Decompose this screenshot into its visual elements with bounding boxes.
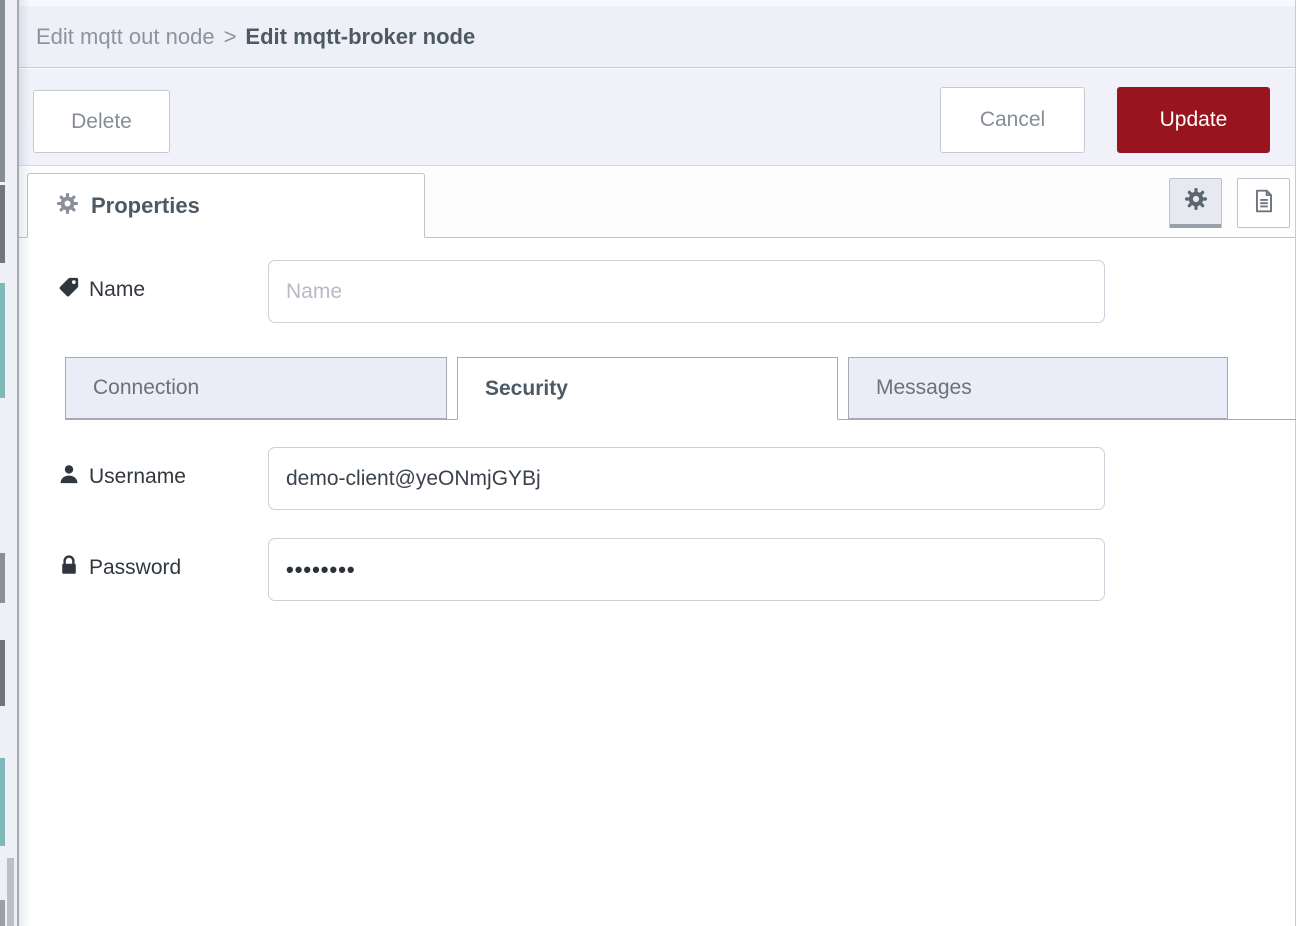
tab-connection-label: Connection [93, 376, 200, 399]
breadcrumb-current: Edit mqtt-broker node [245, 23, 476, 49]
gear-icon [1184, 187, 1208, 216]
tray-header: Edit mqtt out node > Edit mqtt-broker no… [19, 6, 1295, 68]
tab-properties[interactable]: Properties [27, 173, 425, 238]
password-label-text: Password [89, 556, 182, 579]
node-help-button[interactable] [1237, 178, 1290, 228]
breadcrumb-parent[interactable]: Edit mqtt out node [36, 23, 215, 49]
name-input[interactable] [268, 260, 1105, 323]
lock-icon [58, 554, 80, 582]
background-node-fragment [0, 185, 5, 263]
tab-messages[interactable]: Messages [848, 357, 1228, 419]
cancel-button[interactable]: Cancel [940, 87, 1085, 153]
broker-config-tabs: Connection Security Messages [65, 357, 1296, 420]
tab-properties-label: Properties [91, 192, 200, 218]
tab-security-label: Security [485, 376, 568, 400]
username-label: Username [58, 452, 186, 502]
user-icon [58, 463, 80, 491]
tab-connection[interactable]: Connection [65, 357, 447, 419]
background-node-fragment [0, 283, 5, 398]
background-node-fragment [0, 900, 5, 926]
background-node-fragment [0, 758, 5, 846]
tray-top-strip [19, 0, 1295, 6]
username-input[interactable] [268, 447, 1105, 510]
breadcrumb-separator: > [223, 23, 237, 49]
tab-security[interactable]: Security [457, 357, 838, 420]
palette-scrollbar[interactable] [7, 858, 14, 926]
tab-messages-label: Messages [876, 376, 972, 399]
editor-tab-bar: Properties [19, 167, 1295, 238]
file-text-icon [1251, 188, 1277, 219]
edit-node-tray: Edit mqtt out node > Edit mqtt-broker no… [17, 0, 1296, 926]
password-label: Password [58, 543, 181, 593]
background-node-fragment [0, 553, 5, 603]
name-label-text: Name [89, 278, 146, 301]
tray-toolbar: Delete Cancel Update [19, 69, 1295, 166]
edit-form: Name Connection Security Messages Use [19, 238, 1296, 926]
delete-button[interactable]: Delete [33, 90, 170, 153]
tag-icon [58, 276, 80, 304]
gear-icon [56, 192, 79, 220]
workspace-backdrop [0, 0, 17, 926]
password-input[interactable] [268, 538, 1105, 601]
edit-config-button[interactable] [1169, 178, 1222, 228]
background-node-fragment [0, 0, 5, 182]
username-label-text: Username [89, 465, 186, 488]
background-node-fragment [0, 640, 5, 706]
update-button[interactable]: Update [1117, 87, 1270, 153]
name-label: Name [58, 265, 145, 315]
